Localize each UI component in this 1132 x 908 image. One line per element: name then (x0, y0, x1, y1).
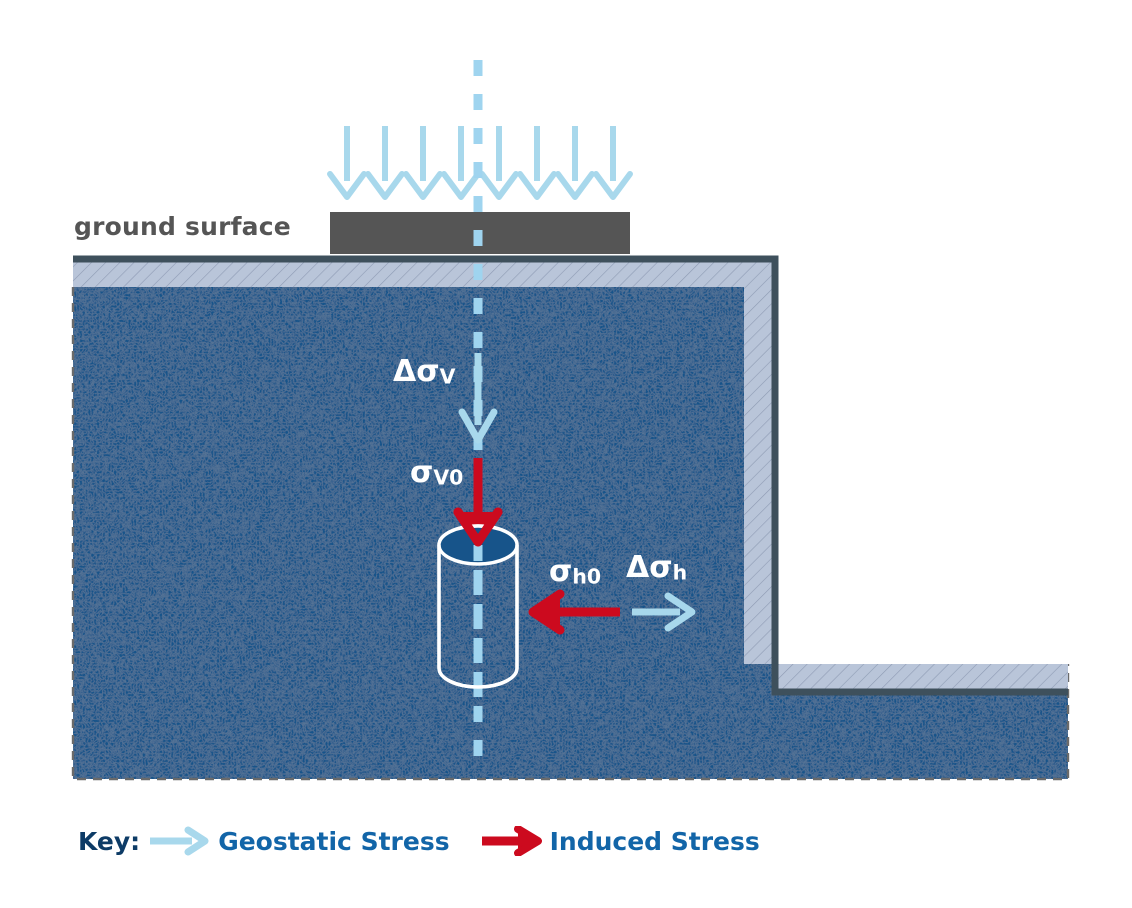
delta-sigma-h-symbol: Δσ (626, 550, 673, 585)
legend-label-geostatic: Geostatic Stress (218, 826, 450, 856)
legend: Key: Geostatic Stress Induced Stress (78, 821, 760, 861)
delta-sigma-v-subscript: V (439, 364, 456, 389)
sigma-h0-symbol: σ (549, 554, 573, 589)
legend-label-induced: Induced Stress (549, 826, 760, 856)
load-arrow-head-7 (555, 171, 595, 200)
load-arrow-head-6 (517, 171, 557, 200)
ground-surface-label: ground surface (74, 212, 291, 241)
delta-sigma-h-label: Δσh (626, 553, 687, 583)
sigma-v0-label: σV0 (410, 458, 463, 488)
load-arrow-head-3 (403, 171, 443, 200)
load-arrow-head-1 (327, 171, 367, 200)
delta-sigma-h-arrow-icon (632, 592, 696, 632)
sigma-v0-symbol: σ (410, 455, 434, 490)
cut-face-hatch-band (73, 255, 1068, 696)
legend-item-induced: Induced Stress (480, 826, 760, 856)
legend-key-label: Key: (78, 826, 141, 856)
delta-sigma-v-arrow-icon (458, 353, 498, 444)
soil-mass (71, 287, 1070, 781)
load-arrow-head-2 (365, 171, 405, 200)
legend-arrow-right-icon-geostatic (150, 826, 209, 856)
cylindrical-soil-element (437, 524, 519, 700)
legend-arrow-right-icon-induced (481, 826, 542, 856)
sigma-h0-label: σh0 (549, 557, 601, 587)
delta-sigma-v-label: ΔσV (393, 357, 455, 387)
delta-sigma-h-subscript: h (672, 560, 688, 585)
load-arrow-group (327, 126, 633, 200)
load-arrow-head-4 (441, 171, 481, 200)
sigma-h0-subscript: h0 (572, 564, 602, 589)
sigma-h0-arrow-icon (528, 589, 620, 635)
load-arrow-head-5 (479, 171, 519, 200)
sigma-v0-subscript: V0 (433, 465, 464, 490)
load-arrow-head-8 (593, 171, 633, 200)
sigma-v0-arrowhead-icon (453, 507, 503, 547)
legend-item-geostatic: Geostatic Stress (148, 826, 450, 856)
delta-sigma-v-symbol: Δσ (393, 354, 440, 389)
